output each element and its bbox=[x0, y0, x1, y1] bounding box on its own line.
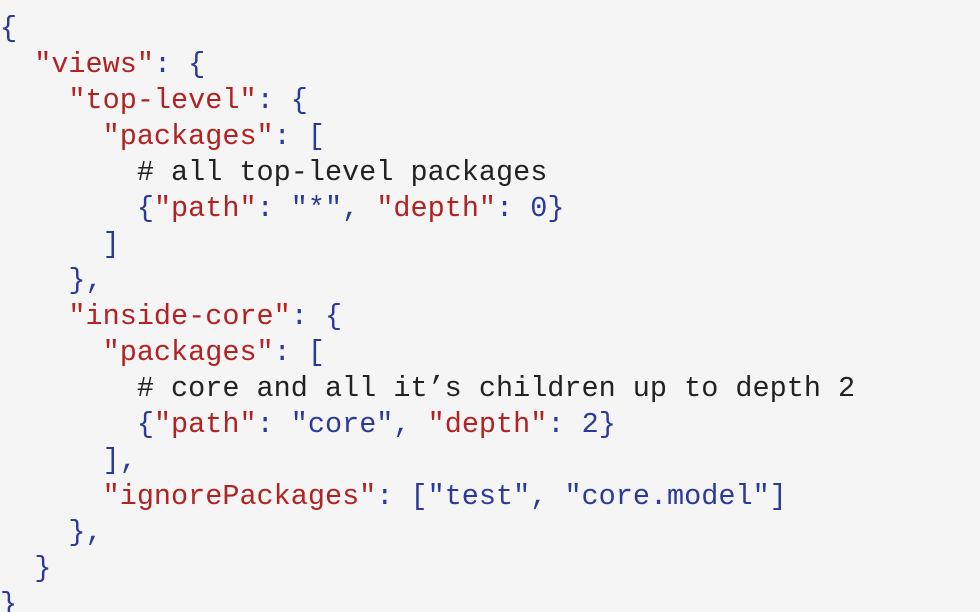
code-token-punct: { bbox=[0, 12, 18, 45]
code-token-key: "path" bbox=[153, 408, 257, 441]
code-indent bbox=[0, 480, 103, 513]
code-token-punct: : [ bbox=[376, 480, 428, 513]
code-indent bbox=[0, 156, 137, 189]
code-token-key: "inside-core" bbox=[68, 300, 291, 333]
code-line: "inside-core": { bbox=[0, 299, 980, 335]
code-token-punct: , bbox=[342, 192, 377, 225]
code-token-punct: }, bbox=[68, 264, 103, 297]
code-indent bbox=[0, 372, 137, 405]
code-line: # all top-level packages bbox=[0, 155, 980, 191]
code-line: { bbox=[0, 11, 980, 47]
code-token-key: "packages" bbox=[102, 336, 274, 369]
code-indent bbox=[0, 84, 68, 117]
code-line: {"path": "core", "depth": 2} bbox=[0, 407, 980, 443]
code-token-punct: : { bbox=[256, 84, 308, 117]
code-token-key: "views" bbox=[34, 48, 154, 81]
code-line: }, bbox=[0, 515, 980, 551]
code-token-punct: , bbox=[530, 480, 565, 513]
code-token-punct: } bbox=[547, 192, 565, 225]
code-line: ] bbox=[0, 227, 980, 263]
code-token-str: "*" bbox=[290, 192, 343, 225]
code-token-punct: { bbox=[136, 192, 154, 225]
code-token-key: "top-level" bbox=[68, 84, 257, 117]
code-indent bbox=[0, 120, 103, 153]
code-token-str: "core" bbox=[290, 408, 394, 441]
code-indent bbox=[0, 192, 137, 225]
code-token-punct: ] bbox=[102, 228, 120, 261]
code-indent bbox=[0, 264, 68, 297]
code-token-punct: : bbox=[496, 192, 531, 225]
code-token-punct: }, bbox=[68, 516, 103, 549]
code-token-punct: : [ bbox=[273, 120, 325, 153]
code-token-comment: # core and all it’s children up to depth… bbox=[136, 372, 856, 405]
code-line: } bbox=[0, 587, 980, 612]
code-token-punct: : [ bbox=[273, 336, 325, 369]
code-token-punct: : { bbox=[290, 300, 343, 333]
code-line: "ignorePackages": ["test", "core.model"] bbox=[0, 479, 980, 515]
code-token-num: 0 bbox=[530, 192, 548, 225]
code-lines: { "views": { "top-level": { "packages": … bbox=[0, 11, 980, 612]
code-token-punct: ], bbox=[102, 444, 137, 477]
code-indent bbox=[0, 516, 68, 549]
code-token-str: "test" bbox=[427, 480, 531, 513]
code-token-punct: : bbox=[547, 408, 582, 441]
code-token-key: "path" bbox=[153, 192, 257, 225]
code-token-comment: # all top-level packages bbox=[136, 156, 548, 189]
code-line: } bbox=[0, 551, 980, 587]
code-token-num: 2 bbox=[581, 408, 599, 441]
code-token-punct: { bbox=[136, 408, 154, 441]
code-token-punct: ] bbox=[769, 480, 787, 513]
code-indent bbox=[0, 444, 103, 477]
code-line: }, bbox=[0, 263, 980, 299]
code-line: # core and all it’s children up to depth… bbox=[0, 371, 980, 407]
code-token-key: "ignorePackages" bbox=[102, 480, 377, 513]
code-token-key: "depth" bbox=[376, 192, 497, 225]
code-token-punct: : bbox=[256, 192, 291, 225]
code-line: ], bbox=[0, 443, 980, 479]
code-indent bbox=[0, 336, 103, 369]
code-token-punct: } bbox=[0, 588, 18, 612]
code-token-punct: : { bbox=[153, 48, 206, 81]
code-line: "views": { bbox=[0, 47, 980, 83]
code-token-str: "core.model" bbox=[564, 480, 770, 513]
code-token-key: "packages" bbox=[102, 120, 274, 153]
code-token-punct: , bbox=[393, 408, 428, 441]
code-line: "packages": [ bbox=[0, 335, 980, 371]
code-indent bbox=[0, 300, 68, 333]
code-indent bbox=[0, 408, 137, 441]
code-indent bbox=[0, 552, 34, 585]
code-token-key: "depth" bbox=[427, 408, 548, 441]
code-line: "top-level": { bbox=[0, 83, 980, 119]
code-line: "packages": [ bbox=[0, 119, 980, 155]
code-indent bbox=[0, 48, 34, 81]
code-token-punct: } bbox=[34, 552, 52, 585]
code-indent bbox=[0, 228, 103, 261]
code-line: {"path": "*", "depth": 0} bbox=[0, 191, 980, 227]
code-token-punct: } bbox=[598, 408, 616, 441]
code-token-punct: : bbox=[256, 408, 291, 441]
